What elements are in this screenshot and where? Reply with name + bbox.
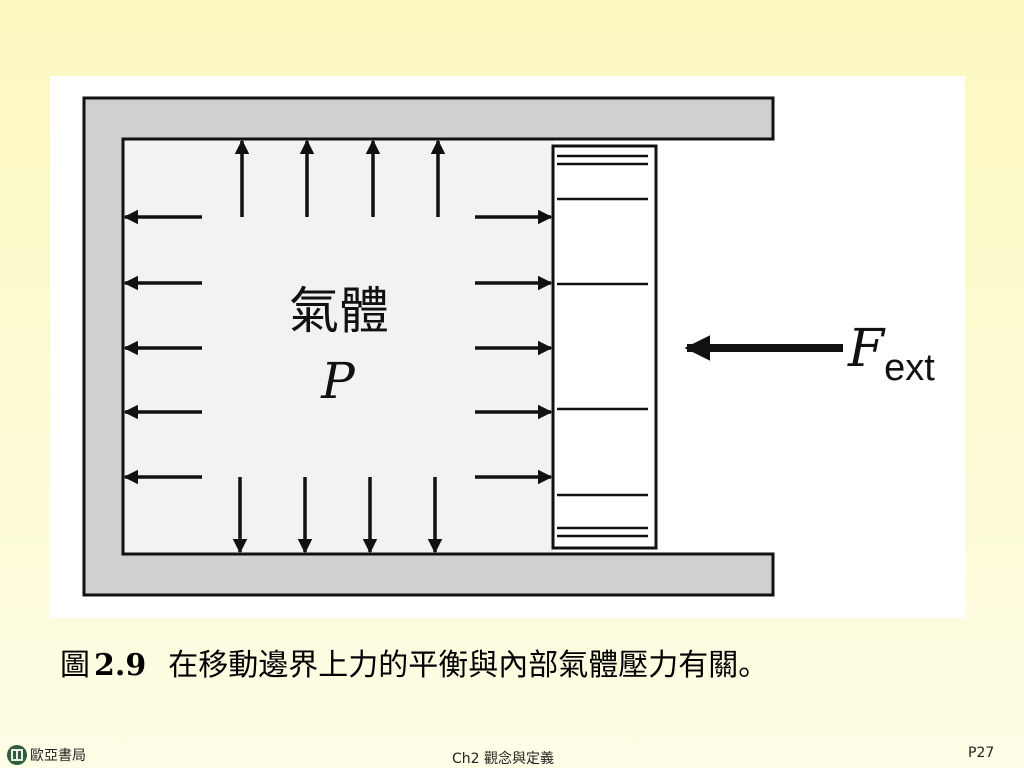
piston [551, 144, 658, 550]
piston-cylinder-diagram: 氣體 P Fext [82, 96, 935, 597]
caption-text: 在移動邊界上力的平衡與內部氣體壓力有關。 [168, 648, 769, 683]
force-symbol: F [847, 319, 886, 379]
figure-number: 2.9 [94, 648, 147, 683]
gas-label: 氣體 [289, 282, 389, 340]
pressure-symbol: P [320, 352, 356, 410]
footer-page-number: P27 [968, 745, 995, 761]
figure-label: 圖 [60, 648, 90, 683]
footer-publisher: 歐亞書局 [30, 748, 86, 764]
figure-panel: 氣體 P Fext [50, 76, 965, 618]
footer-chapter: Ch2 觀念與定義 [452, 751, 555, 767]
force-label: Fext [847, 319, 935, 389]
force-subscript: ext [884, 347, 935, 389]
publisher-logo-icon [7, 745, 27, 765]
